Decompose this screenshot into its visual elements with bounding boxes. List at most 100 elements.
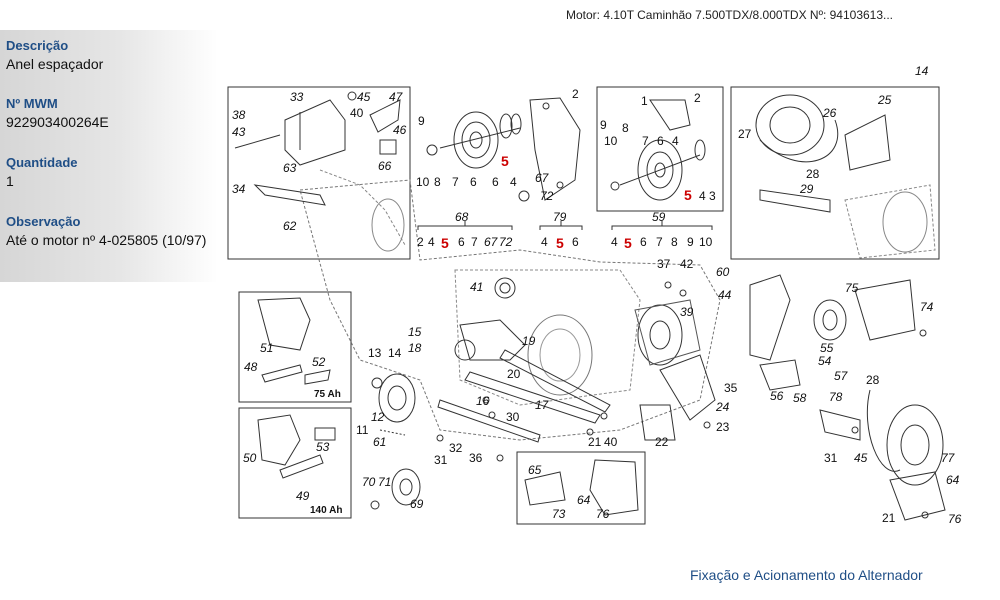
callout-number: 48 (244, 360, 258, 374)
callout-number: 72 (540, 189, 554, 203)
callouts-layer: 9 10 8 7 6 6 4 5 2 67 72 33 45 40 47 38 … (232, 64, 962, 526)
callout-number: 6 (458, 235, 465, 249)
callout-number: 21 (588, 435, 602, 449)
callout-number: 8 (434, 175, 441, 189)
callout-number: 34 (232, 182, 246, 196)
callout-number: 4 (672, 134, 679, 148)
callout-number: 14 (915, 64, 929, 78)
callout-number: 15 (408, 325, 422, 339)
callout-number: 67 (484, 235, 499, 249)
callout-number: 45 (357, 90, 371, 104)
callout-number: 57 (834, 369, 849, 383)
callout-number: 27 (738, 127, 752, 141)
callout-number: 46 (393, 123, 407, 137)
callout-number: 60 (716, 265, 730, 279)
callout-number: 40 (604, 435, 618, 449)
callout-number: 4 (611, 235, 618, 249)
callout-number: 64 (946, 473, 960, 487)
callout-number: 28 (866, 373, 880, 387)
inset-support-box (516, 451, 646, 525)
callout-number: 6 (640, 235, 647, 249)
callout-number: 10 (604, 134, 618, 148)
diagram-caption: Fixação e Acionamento do Alternador (690, 567, 923, 583)
callout-number: 79 (553, 210, 567, 224)
callout-number: 66 (378, 159, 392, 173)
callout-number: 41 (470, 280, 483, 294)
callout-number: 74 (920, 300, 934, 314)
callout-number: 2 (572, 87, 579, 101)
callout-number: 7 (471, 235, 478, 249)
label-140ah: 140 Ah (310, 505, 342, 516)
callout-number: 43 (232, 125, 246, 139)
callout-number: 56 (770, 389, 784, 403)
callout-highlighted: 5 (624, 235, 632, 251)
callout-number: 61 (373, 435, 386, 449)
callout-number: 6 (492, 175, 499, 189)
callout-number: 31 (824, 451, 838, 465)
callout-number: 19 (522, 334, 536, 348)
callout-number: 2 (417, 235, 424, 249)
callout-number: 3 (709, 189, 716, 203)
field-quantidade: Quantidade 1 (6, 155, 78, 190)
part-details-panel: Descrição Anel espaçador Nº MWM 92290340… (0, 30, 218, 282)
callout-number: 29 (799, 182, 814, 196)
callout-number: 26 (822, 106, 837, 120)
callout-number: 75 (845, 281, 859, 295)
callout-number: 24 (715, 400, 730, 414)
callout-number: 9 (418, 114, 425, 128)
callout-highlighted: 5 (501, 153, 509, 169)
callout-number: 4 (428, 235, 435, 249)
callout-number: 36 (469, 451, 483, 465)
callout-number: 49 (296, 489, 310, 503)
callout-number: 55 (820, 341, 834, 355)
callout-number: 9 (687, 235, 694, 249)
callout-number: 45 (854, 451, 868, 465)
callout-number: 6 (572, 235, 579, 249)
callout-number: 28 (806, 167, 820, 181)
field-label: Nº MWM (6, 96, 58, 111)
field-value: Anel espaçador (6, 56, 104, 72)
callout-number: 42 (680, 257, 694, 271)
inset-pulley-right-box (596, 86, 724, 212)
callout-number: 70 (362, 475, 376, 489)
callout-number: 51 (260, 341, 273, 355)
callout-number: 1 (641, 94, 648, 108)
callout-number: 31 (434, 453, 448, 467)
callout-number: 35 (724, 381, 738, 395)
inset-bracket-box (227, 86, 411, 260)
inset-alternator-box (730, 86, 940, 260)
callout-number: 22 (655, 435, 669, 449)
inset-140ah-box (238, 407, 352, 519)
callout-number: 10 (416, 175, 430, 189)
callout-number: 73 (552, 507, 566, 521)
callout-number: 17 (535, 398, 550, 412)
callout-number: 76 (948, 512, 962, 526)
callout-number: 68 (455, 210, 469, 224)
callout-number: 10 (699, 235, 713, 249)
callout-number: 52 (312, 355, 326, 369)
callout-number: 4 (541, 235, 548, 249)
callout-number: 38 (232, 108, 246, 122)
callout-highlighted: 5 (441, 235, 449, 251)
callout-number: 7 (452, 175, 459, 189)
field-value: 1 (6, 173, 14, 189)
callout-number: 69 (410, 497, 424, 511)
callout-number: 7 (656, 235, 663, 249)
field-nmwm: Nº MWM 922903400264E (6, 96, 109, 131)
callout-number: 12 (371, 410, 385, 424)
field-label: Quantidade (6, 155, 78, 170)
field-observacao: Observação Até o motor nº 4-025805 (10/9… (6, 214, 211, 249)
callout-number: 37 (657, 257, 671, 271)
callout-number: 2 (694, 91, 701, 105)
inset-75ah-box (238, 291, 352, 403)
callout-number: 67 (535, 171, 550, 185)
callout-number: 25 (877, 93, 892, 107)
callout-number: 7 (642, 134, 649, 148)
callout-number: 47 (389, 90, 404, 104)
callout-highlighted: 5 (556, 235, 564, 251)
callout-highlighted: 5 (684, 187, 692, 203)
callout-number: 23 (716, 420, 730, 434)
callout-number: 62 (283, 219, 297, 233)
callout-number: 77 (941, 451, 956, 465)
callout-number: 6 (657, 134, 664, 148)
